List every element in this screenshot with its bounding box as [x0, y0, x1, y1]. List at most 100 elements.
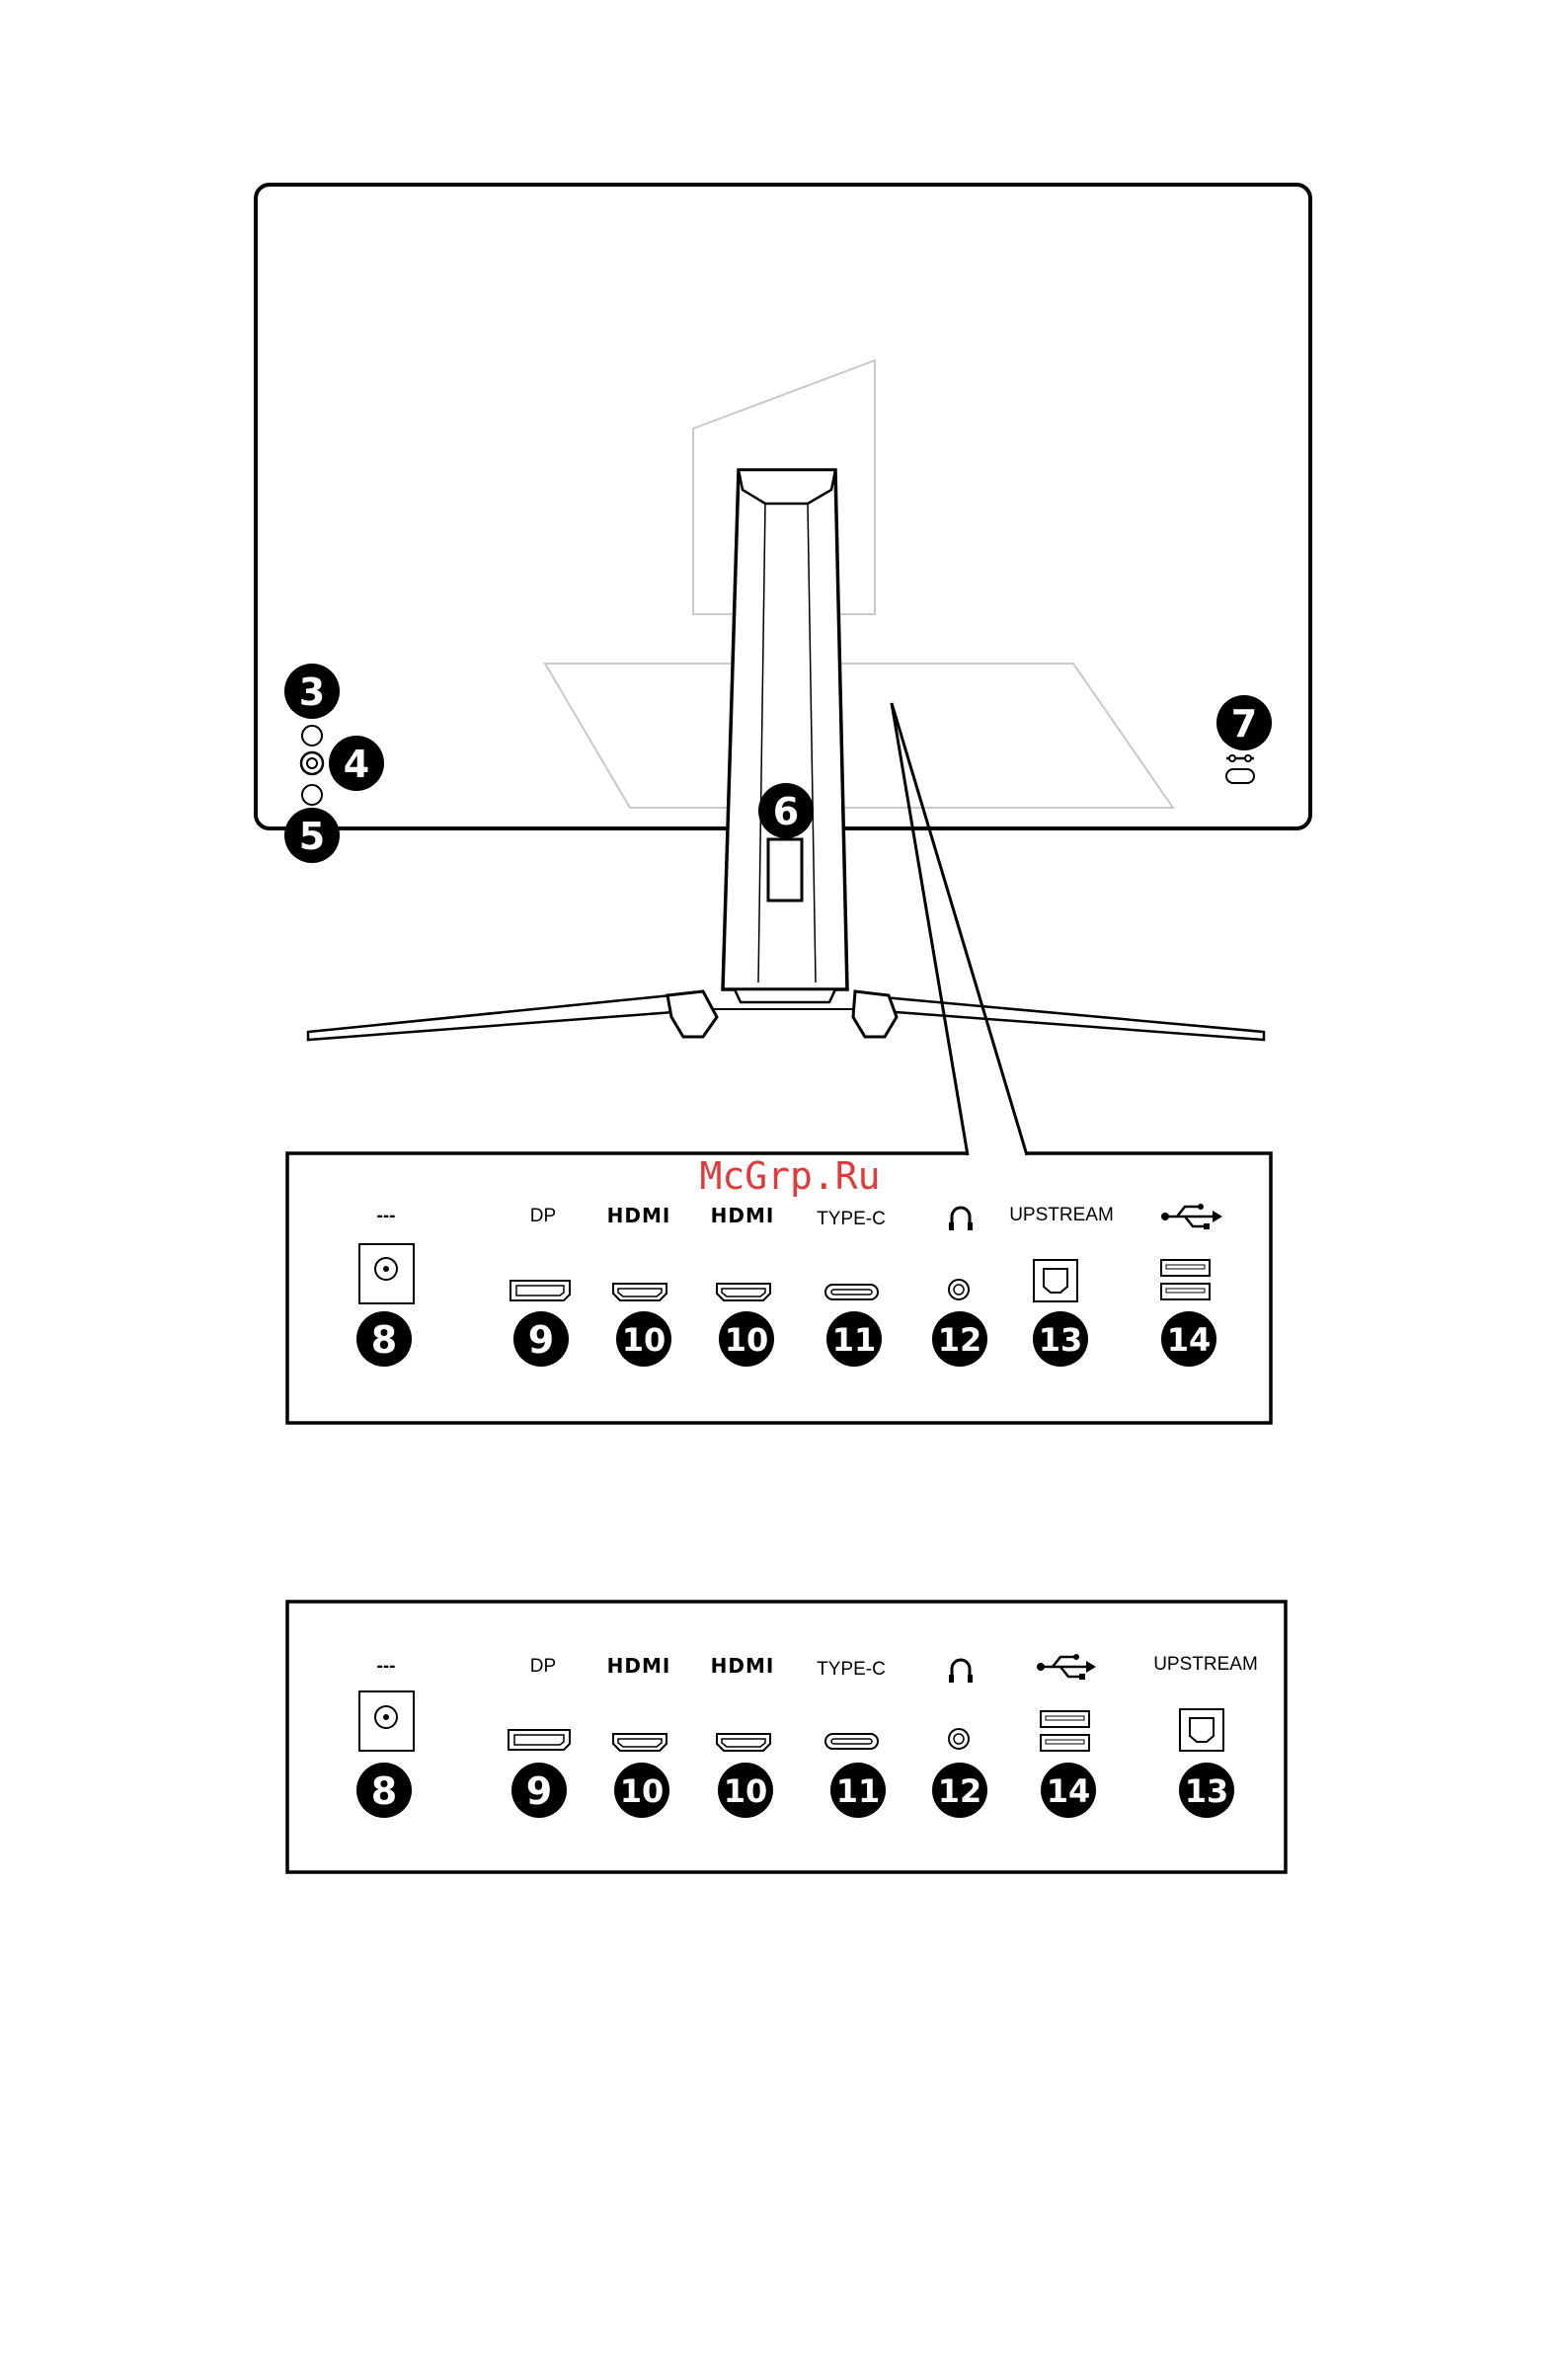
callout-13: 13 — [1033, 1311, 1088, 1367]
callout-9: 9 — [513, 1311, 569, 1367]
base-leg-left — [308, 995, 713, 1040]
label-hdmi-1: HDMI — [607, 1654, 671, 1678]
watermark-text: McGrp.Ru — [699, 1154, 880, 1198]
usb-b-upstream-port — [1034, 1260, 1077, 1301]
type-c-port — [825, 1734, 878, 1749]
io-panel-1: McGrp.Ru --- DP HDMI HDMI TYPE-C UPSTREA… — [287, 1153, 1271, 1423]
hdmi-port-2 — [717, 1284, 770, 1300]
stand-bottom — [735, 989, 835, 1002]
callout-13-text: 13 — [1039, 1321, 1083, 1359]
dc-jack-pin — [383, 1266, 389, 1272]
dc-jack-pin — [383, 1714, 389, 1720]
base-leg-right — [857, 995, 1264, 1040]
callout-7: 7 — [1216, 695, 1272, 750]
callout-11-text: 11 — [836, 1772, 881, 1810]
ghost-base-plate — [545, 664, 1173, 808]
usb-icon — [1037, 1654, 1096, 1680]
io-panel-2: --- DP HDMI HDMI TYPE-C UPSTREAM — [287, 1602, 1286, 1872]
label-type-c: TYPE-C — [817, 1209, 886, 1229]
dc-power-icon: --- — [377, 1656, 396, 1677]
callout-13: 13 — [1179, 1763, 1234, 1818]
kensington-lock-icon — [1226, 755, 1254, 761]
callout-5-text: 5 — [299, 815, 325, 858]
callout-14: 14 — [1041, 1763, 1096, 1818]
usb-a-port-bottom — [1161, 1284, 1210, 1299]
callout-8: 8 — [356, 1763, 412, 1818]
callout-8: 8 — [356, 1311, 412, 1367]
joystick-icon — [301, 752, 323, 774]
callout-11: 11 — [826, 1311, 882, 1367]
callout-11: 11 — [830, 1763, 886, 1818]
label-hdmi-2: HDMI — [711, 1204, 775, 1227]
kensington-lock-slot — [1226, 769, 1254, 783]
headphone-icon — [949, 1208, 973, 1230]
hdmi-port-2 — [717, 1734, 770, 1751]
callout-8-text: 8 — [371, 1769, 397, 1813]
label-upstream: UPSTREAM — [1009, 1205, 1114, 1225]
usb-icon — [1161, 1204, 1222, 1229]
callout-10b: 10 — [719, 1311, 774, 1367]
callout-14: 14 — [1161, 1311, 1216, 1367]
type-c-port — [825, 1285, 878, 1299]
usb-a-port-top — [1041, 1711, 1089, 1727]
zoom-line-right — [892, 703, 1027, 1155]
label-upstream: UPSTREAM — [1153, 1654, 1258, 1675]
monitor-back-view: 3 4 5 6 7 — [256, 185, 1310, 1155]
label-hdmi-2: HDMI — [711, 1654, 775, 1678]
dc-jack-port — [359, 1244, 414, 1303]
usb-a-port-top — [1161, 1260, 1210, 1276]
callout-8-text: 8 — [371, 1318, 397, 1362]
callout-12: 12 — [932, 1311, 987, 1367]
io-panel-2-frame — [287, 1602, 1286, 1872]
callout-10b-text: 10 — [725, 1321, 769, 1359]
callout-14-text: 14 — [1047, 1772, 1091, 1810]
callout-10a: 10 — [614, 1763, 669, 1818]
hdmi-port-1 — [613, 1734, 666, 1751]
label-dp: DP — [530, 1206, 556, 1226]
callout-12-text: 12 — [938, 1321, 982, 1359]
callout-14-text: 14 — [1167, 1321, 1212, 1359]
zoom-line-left — [892, 703, 968, 1155]
callout-5: 5 — [284, 808, 340, 863]
callout-9: 9 — [511, 1763, 567, 1818]
label-dp: DP — [530, 1656, 556, 1677]
callout-10a-text: 10 — [622, 1321, 666, 1359]
callout-6-text: 6 — [773, 790, 799, 833]
callout-13-text: 13 — [1185, 1772, 1229, 1810]
dp-port — [510, 1281, 570, 1300]
dc-power-icon: --- — [377, 1206, 396, 1226]
callout-6: 6 — [758, 783, 814, 838]
callout-3: 3 — [284, 664, 340, 719]
callout-10a-text: 10 — [620, 1772, 665, 1810]
usb-a-port-bottom — [1041, 1735, 1089, 1751]
audio-jack-port — [949, 1729, 969, 1749]
base-foot-left — [667, 991, 717, 1037]
audio-jack-port — [949, 1280, 969, 1299]
cable-management-slot — [768, 839, 802, 901]
callout-10a: 10 — [616, 1311, 671, 1367]
callout-12-text: 12 — [938, 1772, 982, 1810]
button-3 — [302, 726, 322, 746]
headphone-icon — [949, 1660, 973, 1683]
base-foot-right — [853, 991, 897, 1037]
stand-column — [723, 470, 847, 989]
usb-b-upstream-port — [1180, 1709, 1223, 1751]
callout-3-text: 3 — [299, 670, 325, 714]
hdmi-port-1 — [613, 1284, 666, 1300]
callout-9-text: 9 — [528, 1318, 554, 1362]
dp-port — [509, 1730, 570, 1750]
callout-11-text: 11 — [832, 1321, 877, 1359]
callout-4: 4 — [329, 736, 384, 791]
label-type-c: TYPE-C — [817, 1659, 886, 1680]
callout-10b-text: 10 — [724, 1772, 768, 1810]
callout-7-text: 7 — [1231, 702, 1257, 746]
button-5 — [302, 785, 322, 805]
callout-10b: 10 — [718, 1763, 773, 1818]
dc-jack-port — [359, 1691, 414, 1751]
callout-4-text: 4 — [344, 743, 369, 786]
callout-12: 12 — [932, 1763, 987, 1818]
callout-9-text: 9 — [526, 1769, 552, 1813]
label-hdmi-1: HDMI — [607, 1204, 671, 1227]
